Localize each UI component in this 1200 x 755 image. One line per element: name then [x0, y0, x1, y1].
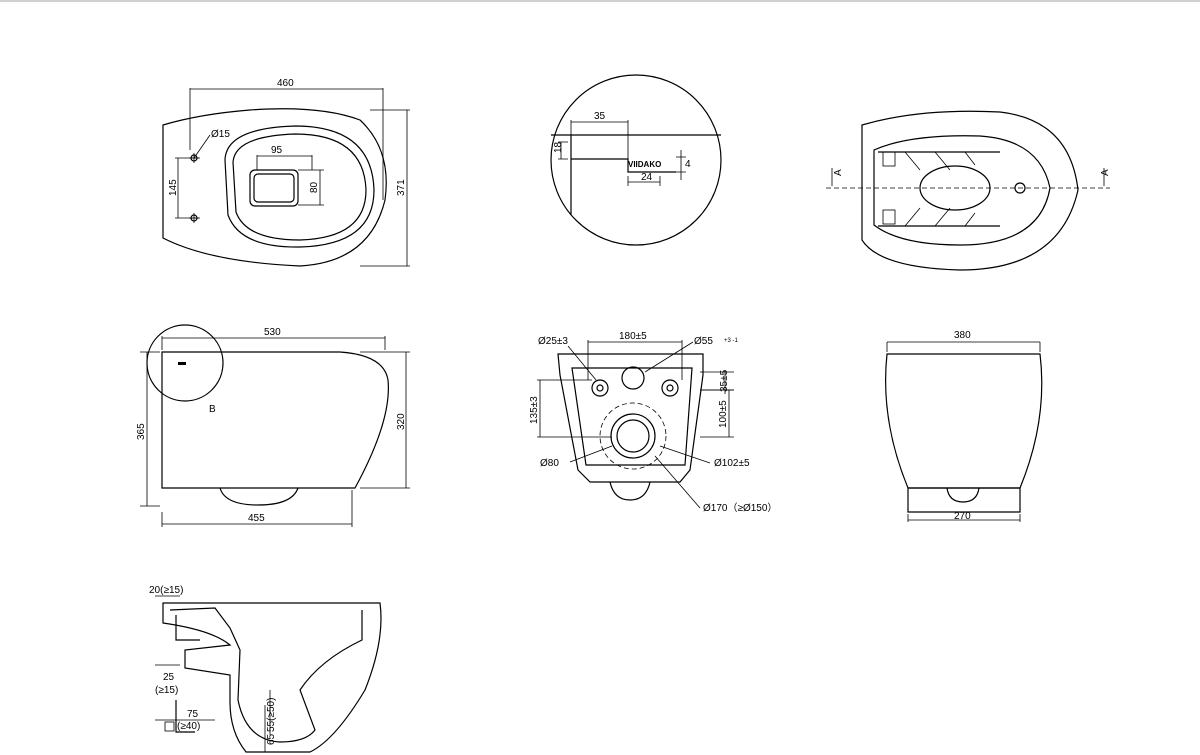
dim-hole-dia: Ø15	[211, 129, 230, 140]
back-view: Ø25±3 180±5 Ø55 +3 -1 135±3 35±5 100±5 Ø…	[529, 331, 777, 514]
back-dim-d25: Ø25±3	[538, 336, 568, 347]
dim-bowl-h: 80	[309, 181, 320, 193]
cross-section: 20(≥15) 25 (≥15) 75 (≥40) 55(≥50) 65	[149, 585, 382, 753]
section-a-right: A	[1100, 169, 1111, 176]
back-dim-135: 135±3	[529, 396, 540, 424]
dim-length-455: 455	[248, 513, 265, 524]
dim-bowl-w: 95	[271, 145, 283, 156]
front-dim-270: 270	[954, 511, 971, 522]
dim-depth-371: 371	[396, 179, 407, 196]
back-dim-35: 35±5	[719, 369, 730, 392]
detail-b: 35 18 4 24 VIIDAKO	[550, 74, 722, 246]
detail-dim-24: 24	[641, 172, 653, 183]
section-a-left: A	[833, 169, 844, 176]
back-dim-d170: Ø170（≥Ø150）	[703, 502, 777, 514]
cs-dim-75: 75	[187, 709, 199, 720]
cs-dim-25b: (≥15)	[155, 685, 178, 696]
top-view: 460 371 Ø15 145 95 80	[162, 78, 410, 267]
cs-dim-20: 20(≥15)	[149, 585, 183, 596]
front-view: 380 270	[885, 330, 1043, 522]
back-dim-100: 100±5	[718, 400, 729, 428]
dim-hole-spacing: 145	[168, 179, 179, 196]
front-dim-380: 380	[954, 330, 971, 341]
back-dim-d80: Ø80	[540, 458, 559, 469]
detail-brand: VIIDAKO	[628, 160, 661, 169]
side-view: 530 365 320 455 B	[136, 324, 410, 527]
detail-label-b: B	[209, 404, 216, 415]
dim-height-365: 365	[136, 423, 147, 440]
cs-dim-55: 55(≥50)	[266, 698, 277, 732]
detail-dim-35: 35	[594, 111, 606, 122]
cs-dim-65: 65	[266, 733, 277, 745]
back-dim-d55-tol: +3 -1	[724, 338, 739, 344]
top-border-line	[0, 0, 1200, 2]
dim-width-460: 460	[277, 78, 294, 89]
back-dim-180: 180±5	[619, 331, 647, 342]
dim-body-320: 320	[396, 413, 407, 430]
back-dim-d102: Ø102±5	[714, 458, 750, 469]
cs-dim-25: 25	[163, 672, 175, 683]
cs-dim-40: (≥40)	[177, 721, 200, 732]
detail-dim-4: 4	[685, 159, 691, 170]
detail-dim-18: 18	[553, 141, 564, 153]
back-dim-d55: Ø55	[694, 336, 713, 347]
section-top-view: A A	[826, 110, 1111, 271]
dim-length-530: 530	[264, 327, 281, 338]
